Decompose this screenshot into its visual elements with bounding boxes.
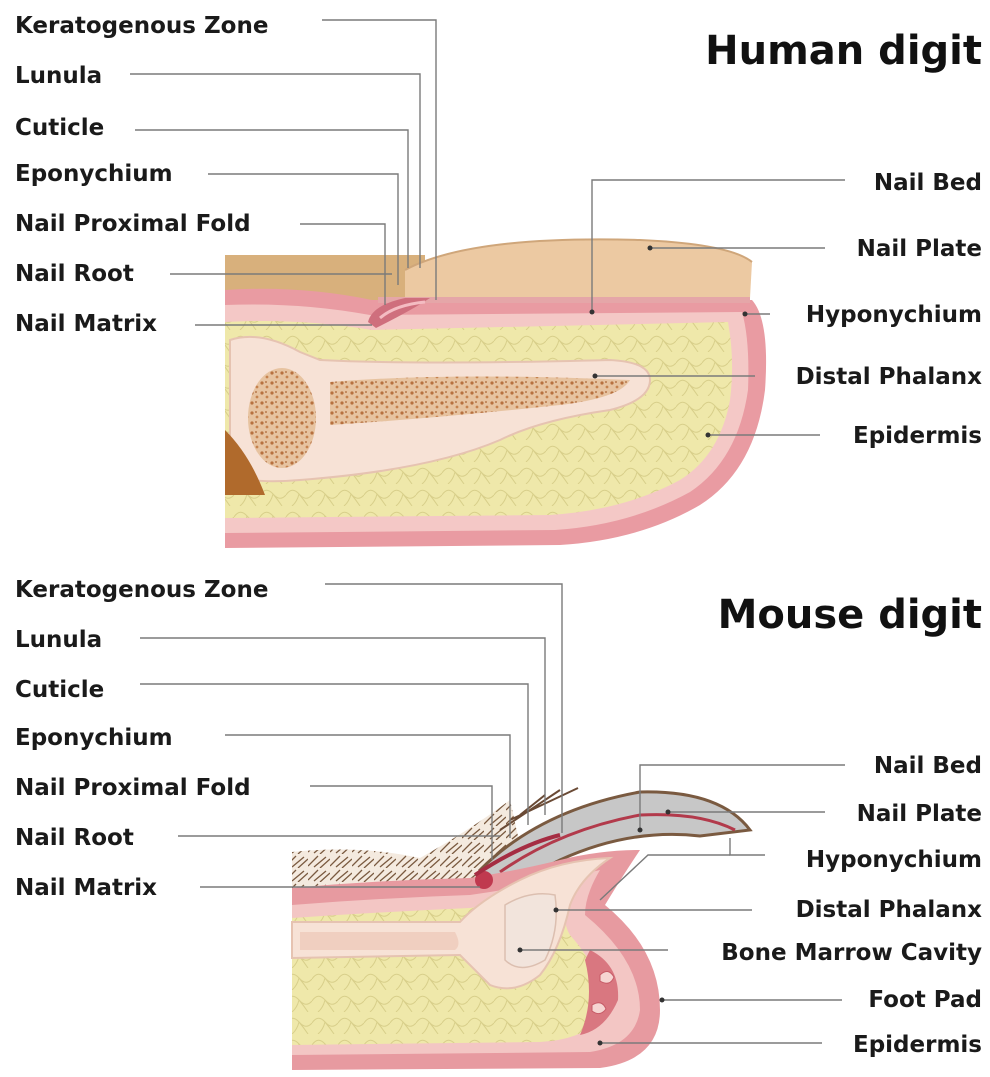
mouse-label-nail-bed: Nail Bed <box>874 753 982 779</box>
human-label-nail-root: Nail Root <box>15 261 134 287</box>
mouse-label-hyponychium: Hyponychium <box>806 847 982 873</box>
human-label-cuticle: Cuticle <box>15 115 104 141</box>
mouse-label-nail-matrix: Nail Matrix <box>15 875 157 901</box>
mouse-label-epidermis: Epidermis <box>853 1032 982 1058</box>
human-label-lunula: Lunula <box>15 63 102 89</box>
mouse-digit-illustration <box>292 788 750 1070</box>
mouse-label-nail-proximal-fold: Nail Proximal Fold <box>15 775 251 801</box>
human-label-nail-bed: Nail Bed <box>874 170 982 196</box>
mouse-title: Mouse digit <box>718 592 982 638</box>
human-title: Human digit <box>705 28 982 74</box>
human-label-epidermis: Epidermis <box>853 423 982 449</box>
mouse-label-cuticle: Cuticle <box>15 677 104 703</box>
human-label-nail-proximal-fold: Nail Proximal Fold <box>15 211 251 237</box>
mouse-label-foot-pad: Foot Pad <box>868 987 982 1013</box>
human-label-eponychium: Eponychium <box>15 161 173 187</box>
human-nail-plate-shape <box>405 239 752 302</box>
mouse-label-keratogenous-zone: Keratogenous Zone <box>15 577 268 603</box>
mouse-label-lunula: Lunula <box>15 627 102 653</box>
mouse-label-eponychium: Eponychium <box>15 725 173 751</box>
mouse-label-bone-marrow-cavity: Bone Marrow Cavity <box>721 940 982 966</box>
human-digit-illustration <box>225 239 766 548</box>
human-label-nail-plate: Nail Plate <box>857 236 982 262</box>
human-label-keratogenous-zone: Keratogenous Zone <box>15 13 268 39</box>
human-label-nail-matrix: Nail Matrix <box>15 311 157 337</box>
mouse-label-nail-root: Nail Root <box>15 825 134 851</box>
mouse-label-nail-plate: Nail Plate <box>857 801 982 827</box>
mouse-label-distal-phalanx: Distal Phalanx <box>796 897 983 923</box>
human-label-hyponychium: Hyponychium <box>806 302 982 328</box>
human-label-distal-phalanx: Distal Phalanx <box>796 364 983 390</box>
